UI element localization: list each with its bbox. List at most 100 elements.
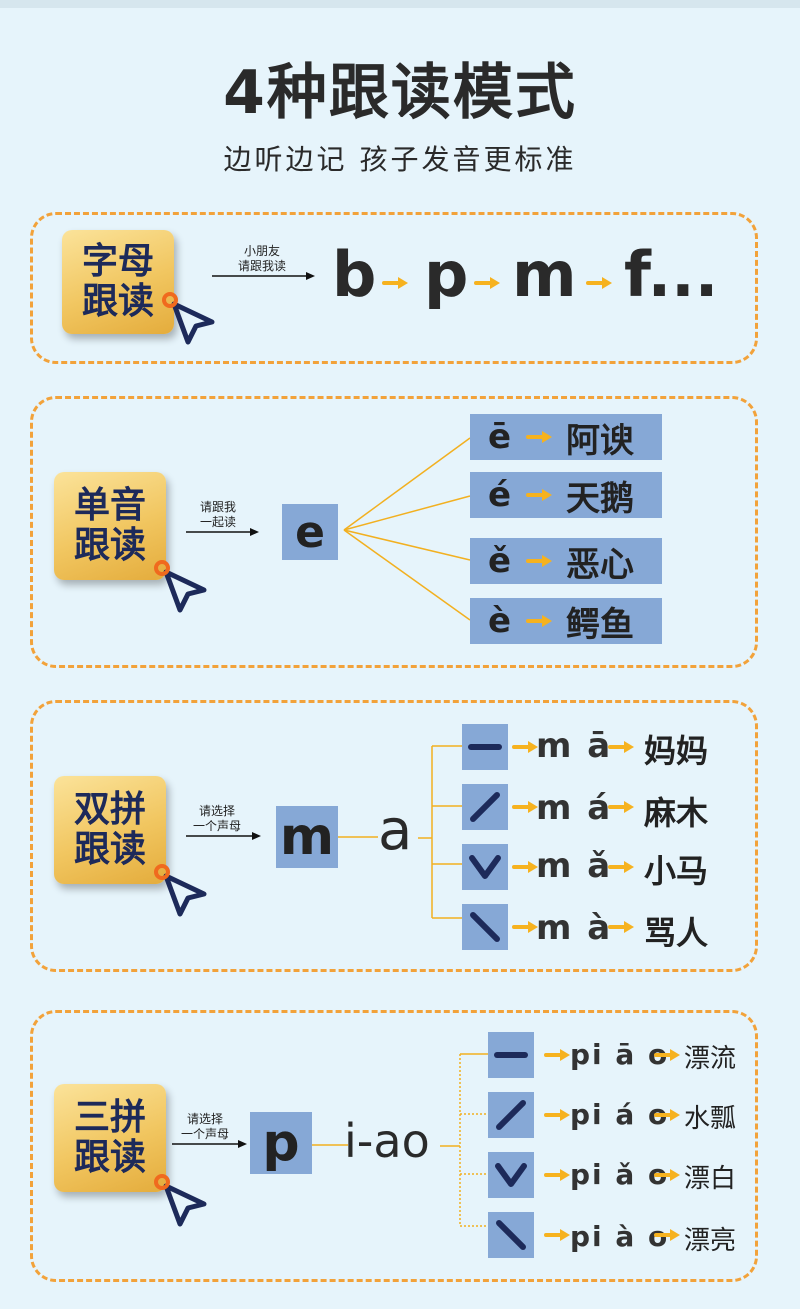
note-line2: 一起读 — [199, 515, 236, 529]
branch-lines — [440, 1053, 488, 1227]
orange-arrow-icon — [654, 1167, 684, 1183]
arrow-right-icon — [172, 1140, 247, 1148]
initial-box[interactable]: m — [276, 806, 338, 868]
badge-line1: 单音 — [73, 485, 146, 526]
orange-arrow-icon — [586, 275, 616, 291]
tone-vowel: é — [488, 475, 512, 515]
mode-two-spell-panel — [30, 700, 758, 972]
orange-arrow-icon — [608, 859, 638, 875]
orange-arrow-icon — [654, 1047, 684, 1063]
letter-f[interactable]: f... — [624, 238, 719, 311]
orange-arrow-icon — [654, 1227, 684, 1243]
mode-single-vowel-badge[interactable]: 单音 跟读 — [54, 472, 166, 580]
badge-line2: 跟读 — [73, 525, 146, 566]
orange-arrow-icon — [382, 275, 412, 291]
tone4-falling-icon[interactable] — [488, 1212, 534, 1258]
orange-arrow-icon — [608, 919, 638, 935]
connector-line — [312, 1144, 348, 1146]
orange-arrow-icon — [526, 613, 556, 629]
branch-lines — [418, 745, 462, 919]
tone-word: 阿谀 — [566, 420, 634, 461]
note-line1: 请跟我 — [199, 500, 236, 514]
pointer-cursor-icon — [160, 290, 218, 348]
orange-arrow-icon — [654, 1107, 684, 1123]
branch-lines — [343, 437, 471, 621]
note-line1: 请选择 — [186, 1112, 223, 1126]
example-word: 骂人 — [644, 914, 709, 952]
tone2-rising-icon[interactable] — [488, 1092, 534, 1138]
instruction-note: 请选择 一个声母 — [184, 804, 250, 834]
initial-box[interactable]: p — [250, 1112, 312, 1174]
connector-line — [338, 836, 378, 838]
mode-single-vowel-panel — [30, 396, 758, 668]
pinyin: pi ǎ o — [570, 1158, 670, 1191]
tone-item[interactable]: ē 阿谀 — [470, 414, 662, 461]
tone-item[interactable]: è 鳄鱼 — [470, 598, 662, 645]
tone2-rising-icon[interactable] — [462, 784, 508, 830]
badge-line1: 双拼 — [73, 789, 146, 830]
badge-line2: 跟读 — [81, 281, 154, 322]
example-word: 漂白 — [684, 1164, 737, 1194]
letter-m[interactable]: m — [512, 238, 577, 311]
mode-letter-badge[interactable]: 字母 跟读 — [62, 230, 174, 334]
page-subtitle: 边听边记 孩子发音更标准 — [223, 143, 577, 176]
note-line1: 小朋友 — [243, 244, 280, 258]
orange-arrow-icon — [474, 275, 504, 291]
example-word: 水瓢 — [684, 1104, 737, 1134]
mode-three-spell-badge[interactable]: 三拼 跟读 — [54, 1084, 166, 1192]
letter-b[interactable]: b — [332, 238, 377, 311]
arrow-right-icon — [186, 528, 259, 536]
tone1-flat-icon[interactable] — [462, 724, 508, 770]
pinyin: m ǎ — [536, 846, 613, 886]
orange-arrow-icon — [526, 553, 556, 569]
pinyin: pi á o — [570, 1098, 670, 1131]
example-word: 漂流 — [684, 1044, 737, 1074]
mode-two-spell-badge[interactable]: 双拼 跟读 — [54, 776, 166, 884]
example-word: 小马 — [644, 852, 709, 890]
badge-line2: 跟读 — [73, 829, 146, 870]
orange-arrow-icon — [608, 739, 638, 755]
instruction-note: 小朋友 请跟我读 — [214, 244, 310, 274]
arrow-right-icon — [186, 832, 261, 840]
tone-vowel: ē — [488, 417, 512, 457]
pointer-cursor-icon — [152, 1172, 210, 1230]
mode-three-spell-panel — [30, 1010, 758, 1282]
arrow-right-icon — [212, 272, 315, 280]
pinyin: m à — [536, 908, 613, 948]
vowel-box[interactable]: e — [282, 504, 338, 560]
pinyin: pi ā o — [570, 1038, 670, 1071]
tone1-flat-icon[interactable] — [488, 1032, 534, 1078]
orange-arrow-icon — [608, 799, 638, 815]
final-letter[interactable]: a — [378, 798, 413, 863]
final-letters[interactable]: i-ao — [344, 1114, 430, 1168]
note-line1: 请选择 — [198, 804, 235, 818]
tone-item[interactable]: é 天鹅 — [470, 472, 662, 519]
tone4-falling-icon[interactable] — [462, 904, 508, 950]
note-line2: 一个声母 — [192, 819, 241, 833]
instruction-note: 请选择 一个声母 — [172, 1112, 238, 1142]
pinyin: pi à o — [570, 1220, 670, 1253]
pointer-cursor-icon — [152, 862, 210, 920]
tone-vowel: ě — [488, 541, 512, 581]
mode-letter-panel — [30, 212, 758, 364]
orange-arrow-icon — [526, 429, 556, 445]
tone3-dipping-icon[interactable] — [462, 844, 508, 890]
tone-word: 天鹅 — [566, 478, 634, 519]
pinyin: m á — [536, 788, 613, 828]
tone-word: 恶心 — [566, 544, 634, 585]
tone-item[interactable]: ě 恶心 — [470, 538, 662, 585]
note-line2: 一个声母 — [180, 1127, 229, 1141]
badge-line2: 跟读 — [73, 1137, 146, 1178]
letter-p[interactable]: p — [424, 238, 469, 311]
orange-arrow-icon — [526, 487, 556, 503]
instruction-note: 请跟我 一起读 — [186, 500, 250, 530]
example-word: 麻木 — [644, 794, 709, 832]
pinyin: m ā — [536, 726, 613, 766]
note-line2: 请跟我读 — [237, 259, 286, 273]
page-title: 4种跟读模式 — [223, 58, 577, 128]
tone3-dipping-icon[interactable] — [488, 1152, 534, 1198]
badge-line1: 字母 — [81, 241, 154, 282]
tone-word: 鳄鱼 — [566, 604, 634, 645]
example-word: 漂亮 — [684, 1226, 737, 1256]
top-bar — [0, 0, 800, 8]
